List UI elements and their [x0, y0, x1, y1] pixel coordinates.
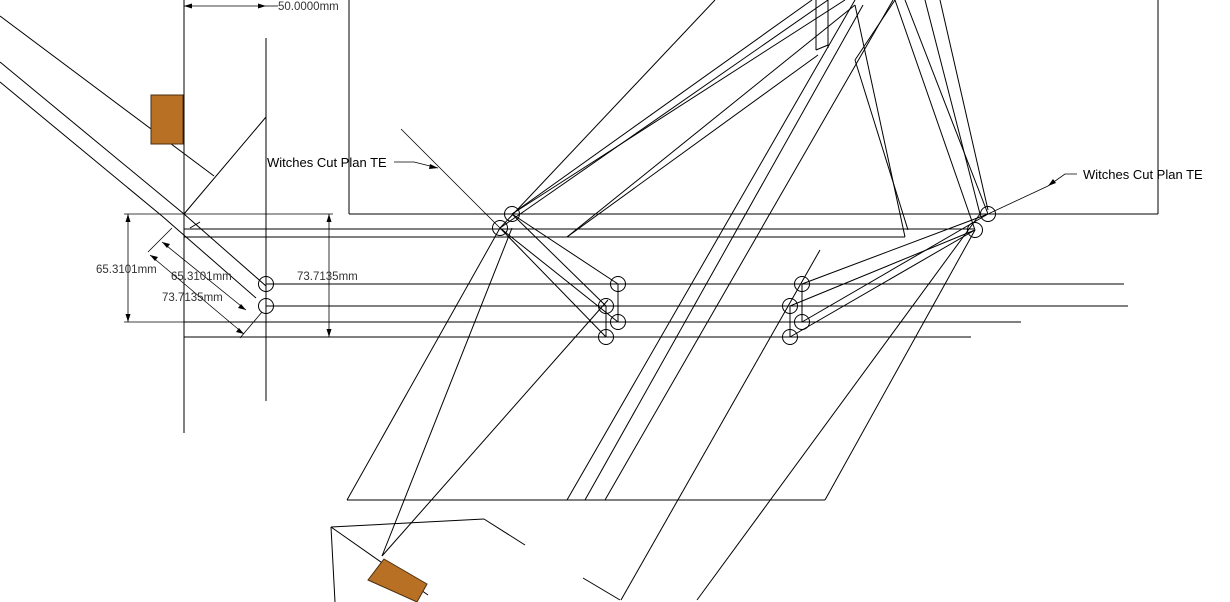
node-circle: [258, 298, 274, 314]
upper-web: [499, 0, 989, 238]
node-circle: [782, 329, 798, 345]
node-circle: [258, 276, 274, 292]
horizontal-plate-lines: [184, 228, 1128, 338]
frame-rectangle: [348, 0, 1159, 215]
node-circles: [258, 206, 996, 345]
brown-block-upper: [150, 94, 184, 145]
node-circle: [598, 298, 614, 314]
long-diagonals: [381, 0, 981, 601]
dimension-vertical-right[interactable]: 73.7135mm: [184, 213, 358, 338]
dimension-diag-short[interactable]: 65.3101mm: [147, 227, 247, 311]
brown-block-lower: [367, 558, 428, 602]
dimension-diag-short-label: 65.3101mm: [171, 271, 232, 283]
annotation-witches-cut-left[interactable]: Witches Cut Plan TE: [267, 128, 501, 229]
left-diagonal-rafter: [0, 15, 267, 299]
dimension-top-width[interactable]: 50.0000mm: [184, 1, 339, 13]
dimension-diag-long-label: 73.7135mm: [162, 292, 223, 304]
node-circle: [967, 222, 983, 238]
bottom-parallelogram: [346, 227, 976, 501]
node-circle: [782, 298, 798, 314]
node-circle: [492, 220, 508, 236]
dimension-left-height[interactable]: 65.3101mm: [96, 213, 184, 323]
node-circle: [794, 314, 810, 330]
annotation-witches-cut-left-label: Witches Cut Plan TE: [267, 155, 387, 170]
annotation-witches-cut-right-label: Witches Cut Plan TE: [1083, 167, 1203, 182]
annotation-witches-cut-right[interactable]: Witches Cut Plan TE: [987, 167, 1203, 215]
dimension-vertical-right-label: 73.7135mm: [297, 271, 358, 283]
dimension-left-height-label: 65.3101mm: [96, 264, 157, 276]
dimension-top-width-label: 50.0000mm: [278, 1, 339, 13]
node-circle: [598, 329, 614, 345]
node-circle: [980, 206, 996, 222]
bottom-left-member: [330, 518, 621, 602]
node-circle: [610, 314, 626, 330]
node-circle: [504, 206, 520, 222]
node-circle: [610, 276, 626, 292]
node-circle: [794, 276, 810, 292]
dimension-diag-long[interactable]: 73.7135mm: [149, 254, 263, 339]
vertical-reference-lines: [183, 0, 267, 433]
